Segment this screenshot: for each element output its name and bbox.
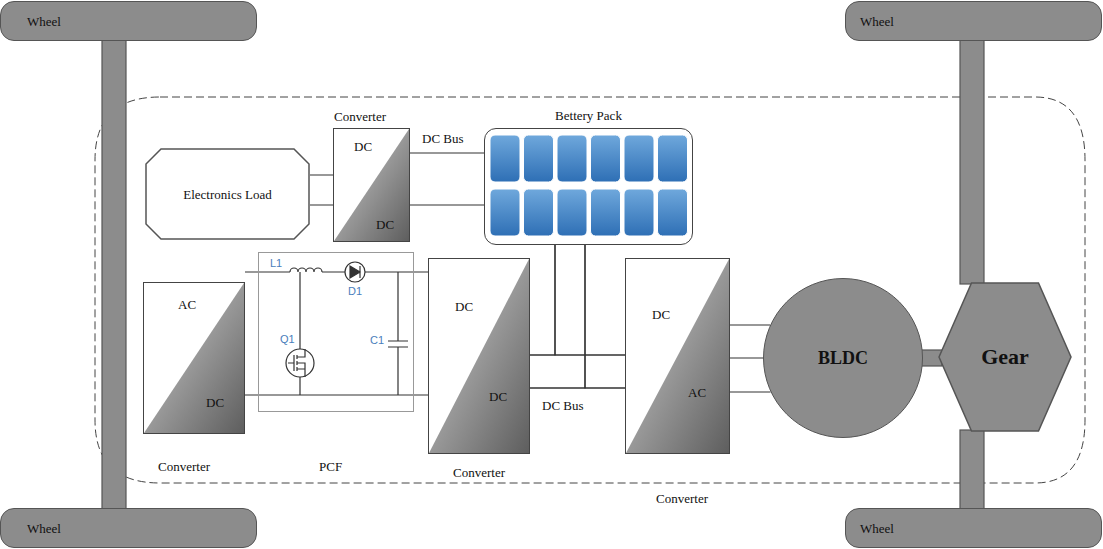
- node-label: Gear: [981, 345, 1029, 369]
- connector: [410, 153, 484, 205]
- wheel-box: Wheel: [0, 1, 257, 41]
- battery-cell: [490, 135, 520, 182]
- mosfet-symbol: [286, 349, 314, 377]
- wire: [555, 245, 625, 388]
- capacitor-symbol: [388, 272, 408, 395]
- node-label: PCF: [319, 459, 342, 474]
- component-label: C1: [370, 334, 384, 346]
- battery-cell: [658, 189, 688, 236]
- converter-diagonal: [334, 129, 409, 241]
- outline: [146, 149, 309, 239]
- converter-box: DCACConverter: [625, 258, 730, 454]
- connector: [530, 355, 625, 388]
- gear-hexagon: Gear: [938, 282, 1072, 432]
- connector: [102, 39, 126, 510]
- wheel-box: Wheel: [845, 508, 1102, 548]
- text-center: Gear: [938, 282, 1072, 432]
- connector: [414, 272, 428, 395]
- battery-cell: [524, 135, 554, 182]
- node-sublabel: DC: [489, 389, 507, 404]
- node-label: BLDC: [818, 348, 868, 368]
- node-sublabel: Converter: [453, 465, 505, 480]
- wire: [310, 175, 333, 205]
- node-label: Wheel: [860, 521, 894, 536]
- battery-cell: [557, 135, 587, 182]
- battery-cell: [557, 189, 587, 236]
- battery-cell: [591, 135, 621, 182]
- axle: [960, 39, 984, 284]
- wire: [410, 153, 484, 205]
- diode-symbol: [345, 262, 365, 282]
- load-box: Electronics Load: [145, 148, 310, 240]
- node-label: Wheel: [27, 14, 61, 29]
- wire: [414, 272, 428, 395]
- converter-diagonal: [626, 259, 729, 453]
- pfc-box: PCF: [258, 252, 414, 412]
- component-label: L1: [270, 257, 282, 269]
- connector: [555, 245, 625, 388]
- node-sublabel: DC: [376, 217, 394, 232]
- node-sublabel: DC: [354, 139, 372, 154]
- bus-label: DC Bus: [540, 398, 586, 413]
- component-label: D1: [348, 285, 362, 297]
- top-wire: [258, 271, 414, 272]
- node-sublabel: AC: [688, 385, 706, 400]
- wheel-box: Wheel: [0, 508, 257, 548]
- diode-symbol: [350, 266, 360, 278]
- converter-box: ConverterDCDC: [333, 128, 410, 242]
- node-label: Bettery Pack: [485, 108, 692, 123]
- outline: [939, 283, 1071, 431]
- text-center: Electronics Load: [145, 148, 310, 240]
- node-label: AC: [178, 297, 196, 312]
- connector: [310, 175, 333, 205]
- bottom-wire: [258, 394, 414, 395]
- vehicle-outline: [95, 97, 1085, 483]
- node-label: Wheel: [860, 14, 894, 29]
- wire: [530, 355, 625, 388]
- converter-diagonal: [144, 283, 244, 433]
- converter-diagonal: [626, 259, 729, 453]
- connector: [530, 245, 585, 388]
- battery-cell: [658, 135, 688, 182]
- axle: [102, 39, 126, 510]
- wheel-box: Wheel: [845, 1, 1102, 41]
- connector: [245, 272, 258, 395]
- node-sublabel: Converter: [158, 459, 210, 474]
- motor-circle: BLDC: [763, 278, 923, 438]
- node-sublabel: Converter: [656, 491, 708, 506]
- battery-cell: [490, 189, 520, 236]
- battery-cell: [591, 189, 621, 236]
- node-label: DC: [455, 299, 473, 314]
- connector: [960, 430, 984, 510]
- wire: [245, 272, 258, 395]
- connector: [960, 39, 984, 284]
- node-label: Converter: [334, 109, 386, 124]
- converter-diagonal: [429, 259, 529, 453]
- mosfet-symbol: [288, 349, 305, 377]
- axle: [960, 430, 984, 510]
- battery-cells: [485, 129, 694, 246]
- pfc-circuit: [258, 262, 414, 395]
- text-center: BLDC: [764, 279, 922, 437]
- wire: [530, 245, 585, 388]
- battery-cell: [624, 189, 654, 236]
- battery-cell: [624, 135, 654, 182]
- node-sublabel: DC: [206, 395, 224, 410]
- battery-box: Bettery Pack: [484, 128, 693, 245]
- converter-box: ACDCConverter: [143, 282, 245, 434]
- inductor-symbol: [290, 268, 322, 272]
- battery-cell: [524, 189, 554, 236]
- node-label: Electronics Load: [183, 187, 271, 202]
- node-label: DC: [652, 307, 670, 322]
- converter-diagonal: [429, 259, 529, 453]
- converter-box: DCDCConverter: [428, 258, 530, 454]
- node-label: Wheel: [27, 521, 61, 536]
- component-label: Q1: [280, 333, 295, 345]
- bus-label: DC Bus: [420, 131, 466, 146]
